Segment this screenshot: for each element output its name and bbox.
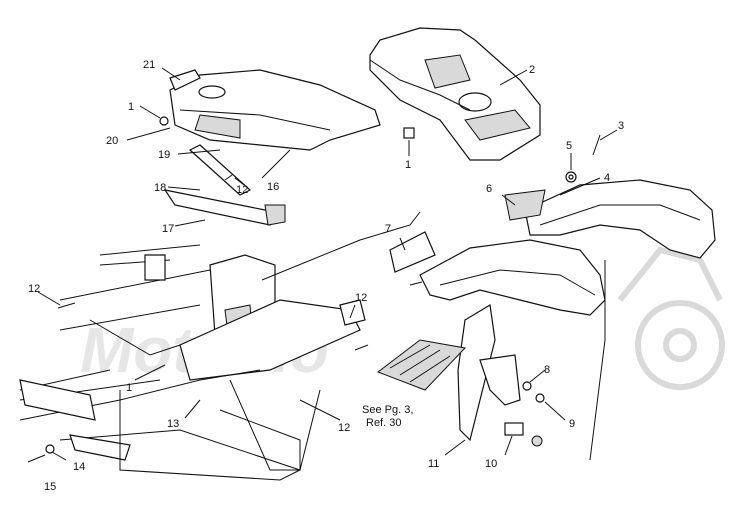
callout-16: 16 (267, 181, 279, 193)
callout-labels: 21 1 20 19 12 18 16 17 1 2 3 5 4 6 7 12 … (28, 59, 624, 493)
callout-3: 3 (618, 120, 624, 132)
part-screw-12d (409, 281, 423, 286)
callout-8: 8 (544, 364, 550, 376)
part-screw-15 (27, 454, 46, 463)
callout-21: 21 (143, 59, 155, 71)
watermark-frame (617, 246, 723, 302)
part-rear-fender (504, 179, 716, 259)
callout-7: 7 (385, 223, 391, 235)
part-nut-9b (531, 435, 543, 447)
callout-14: 14 (73, 461, 85, 473)
hardware (27, 116, 601, 463)
callout-12-fender: 12 (355, 292, 367, 304)
callout-6: 6 (486, 183, 492, 195)
watermark-wheel (635, 300, 725, 390)
callout-17: 17 (162, 223, 174, 235)
callout-12-dash: 12 (236, 184, 248, 196)
callout-4: 4 (604, 172, 610, 184)
callout-19: 19 (158, 149, 170, 161)
part-screw-12c (354, 344, 369, 351)
callout-1-top: 1 (128, 101, 134, 113)
part-dash-panel (169, 69, 381, 151)
callout-5: 5 (566, 140, 572, 152)
part-screw-12b (224, 174, 233, 181)
callout-11: 11 (428, 458, 439, 470)
callout-1-frame: 1 (126, 382, 132, 394)
leader-lines (37, 67, 618, 461)
reference-note-line1: See Pg. 3, (362, 404, 413, 416)
part-pin-3 (592, 134, 601, 156)
callout-15: 15 (44, 481, 56, 493)
part-side-strips (163, 144, 286, 226)
part-front-cover (369, 27, 541, 161)
part-screw-12a (57, 302, 76, 309)
part-front-fender (389, 231, 606, 442)
part-nut-8 (522, 381, 532, 391)
part-grommet-1 (159, 116, 169, 126)
part-footrest (376, 339, 467, 391)
callout-9: 9 (569, 418, 575, 430)
callout-10: 10 (485, 458, 497, 470)
callout-12-left: 12 (28, 283, 40, 295)
callout-12-bottom: 12 (338, 422, 350, 434)
watermark-hub (663, 328, 697, 362)
part-bracket-10 (504, 422, 524, 436)
callout-13: 13 (167, 418, 179, 430)
part-clip-1 (403, 127, 415, 139)
callout-18: 18 (154, 182, 166, 194)
callout-20: 20 (106, 135, 118, 147)
callout-2: 2 (529, 64, 535, 76)
part-washer-14 (45, 444, 55, 454)
callout-1-mid: 1 (405, 159, 411, 171)
reference-note-line2: Ref. 30 (366, 417, 401, 429)
part-washer-9 (535, 393, 545, 403)
part-frame (19, 244, 366, 481)
